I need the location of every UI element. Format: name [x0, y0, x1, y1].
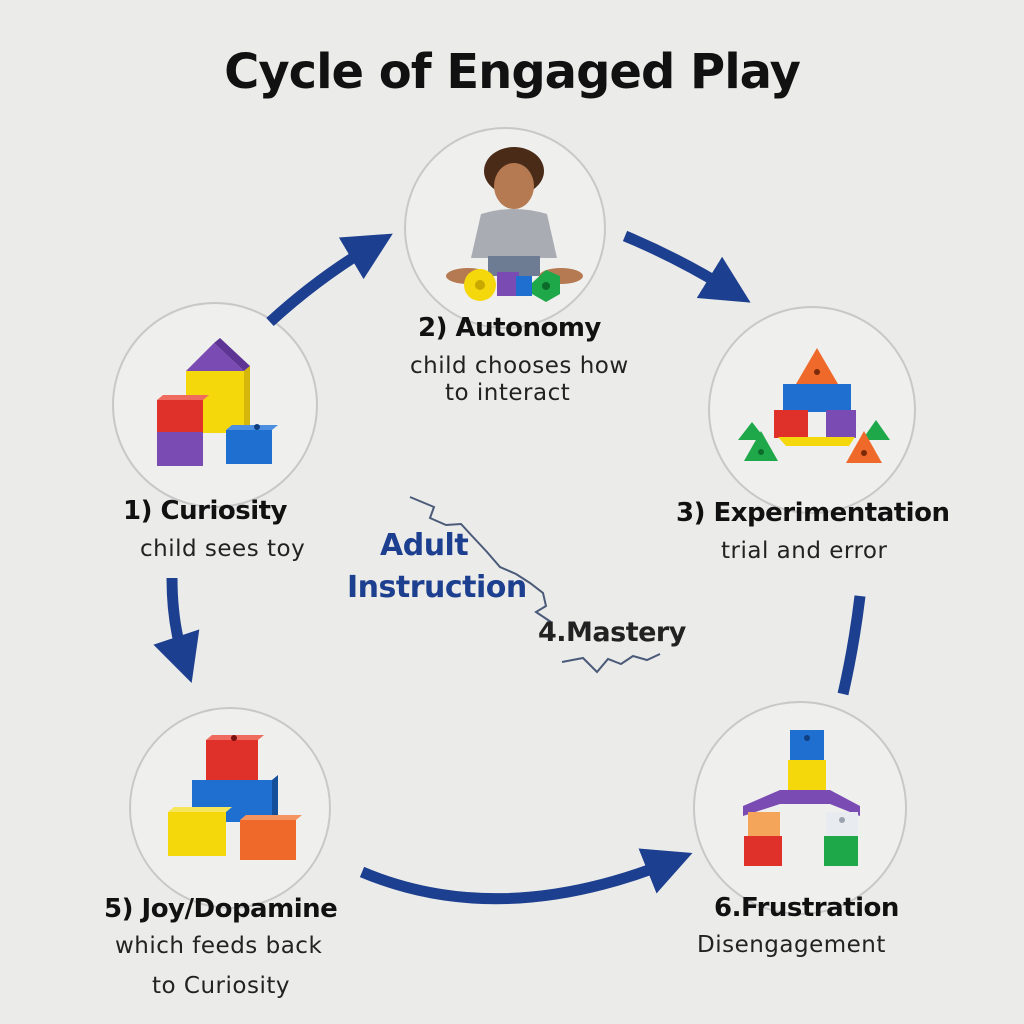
arrow-autonomy-to-experimentation: [622, 230, 751, 303]
block-arch-icon: [743, 730, 860, 866]
arrow-experimentation-down: [837, 595, 866, 696]
node-desc-frustration: Disengagement: [697, 932, 886, 958]
shape-sorter-icon: [738, 348, 890, 463]
child-playing-icon: [446, 147, 583, 302]
adult-instruction-label-line1: Adult: [380, 528, 469, 563]
node-desc-curiosity: child sees toy: [140, 536, 306, 562]
node-title-frustration: 6.Frustration: [714, 893, 899, 923]
node-title-autonomy: 2) Autonomy: [418, 313, 601, 343]
node-desc-joy-line1: which feeds back: [115, 933, 323, 959]
block-pyramid-icon: [168, 735, 302, 860]
node-title-joy: 5) Joy/Dopamine: [104, 894, 338, 924]
node-desc-autonomy-line2: to interact: [445, 380, 571, 406]
node-desc-joy-line2: to Curiosity: [152, 973, 290, 999]
arrow-curiosity-to-autonomy: [266, 233, 393, 327]
adult-instruction-label-line2: Instruction: [347, 570, 527, 605]
node-title-experimentation: 3) Experimentation: [676, 498, 950, 528]
node-desc-autonomy-line1: child chooses how: [410, 353, 629, 379]
block-tower-icon: [157, 338, 278, 466]
node-desc-experimentation: trial and error: [721, 538, 888, 564]
node-title-curiosity: 1) Curiosity: [123, 496, 287, 526]
zigzag-line-lower: [561, 653, 661, 674]
zigzag-line-upper: [409, 496, 552, 623]
arrow-curiosity-to-joy: [153, 577, 200, 683]
arrow-joy-to-frustration: [359, 848, 693, 905]
mastery-label: 4.Mastery: [538, 617, 686, 648]
diagram-title: Cycle of Engaged Play: [224, 44, 801, 100]
